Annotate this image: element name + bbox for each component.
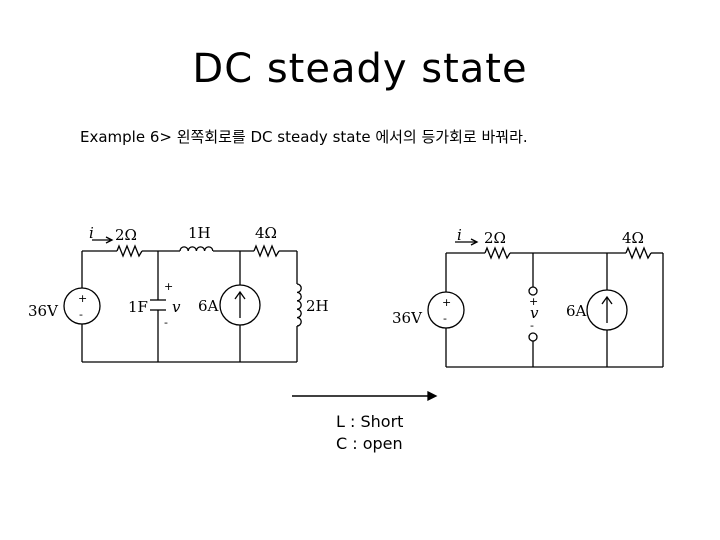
right-source-plus: +	[442, 296, 451, 309]
left-label-v-minus: -	[164, 316, 168, 329]
note-inductor-short: L : Short	[336, 412, 404, 431]
right-current-i-arrow-icon	[470, 238, 479, 246]
right-label-i: i	[457, 226, 462, 244]
right-label-v-minus: -	[530, 319, 534, 332]
right-voltage-source	[427, 291, 465, 329]
slide-subtitle: Example 6> 왼쪽회로를 DC steady state 에서의 등가회…	[80, 128, 528, 146]
left-source-plus: +	[78, 292, 87, 305]
left-circuit	[63, 236, 302, 363]
left-current-source	[219, 284, 261, 326]
left-label-source: 36V	[28, 302, 59, 320]
left-label-l2: 2H	[306, 297, 329, 315]
right-current-arrow-icon	[601, 295, 613, 305]
conversion-arrow-icon	[292, 390, 438, 402]
left-source-minus: -	[79, 308, 83, 321]
left-inductor-1h	[179, 246, 214, 252]
note-capacitor-open: C : open	[336, 434, 403, 453]
right-label-source: 36V	[392, 309, 423, 327]
left-label-r2: 4Ω	[255, 224, 277, 242]
left-resistor-2ohm	[116, 244, 143, 258]
left-label-capacitor: 1F	[128, 298, 148, 316]
right-label-v-plus: +	[529, 295, 538, 308]
left-current-arrow-icon	[234, 290, 246, 300]
right-open-terminal-bottom	[528, 332, 538, 342]
right-label-r2: 4Ω	[622, 229, 644, 247]
left-label-v-plus: +	[164, 280, 173, 293]
right-label-v: v	[530, 304, 539, 322]
left-label-r1: 2Ω	[115, 226, 137, 244]
right-label-current-source: 6A	[566, 302, 587, 320]
left-voltage-source	[63, 287, 101, 325]
left-label-v: v	[172, 298, 181, 316]
right-open-terminal-top	[528, 286, 538, 296]
left-label-i: i	[89, 224, 94, 242]
left-inductor-2h	[296, 283, 302, 327]
left-resistor-4ohm	[253, 244, 280, 258]
right-current-source	[586, 289, 628, 331]
left-label-current-source: 6A	[198, 297, 219, 315]
right-resistor-2ohm	[484, 246, 511, 260]
right-source-minus: -	[443, 312, 447, 325]
right-circuit	[427, 238, 664, 368]
right-label-r1: 2Ω	[484, 229, 506, 247]
slide-title: DC steady state	[192, 46, 528, 92]
left-label-l1: 1H	[188, 224, 211, 242]
left-current-i-arrow-icon	[105, 236, 114, 244]
right-resistor-4ohm	[625, 246, 652, 260]
